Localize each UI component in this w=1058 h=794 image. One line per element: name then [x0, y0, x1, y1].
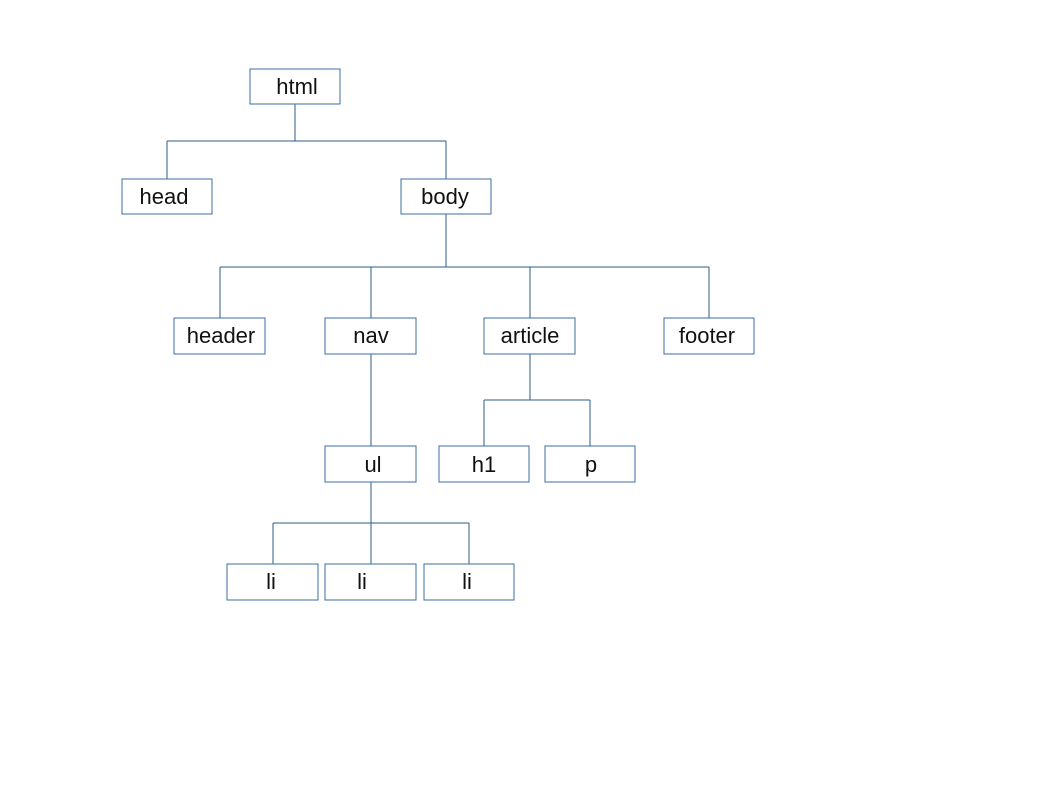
node-li-2: li [324, 563, 417, 601]
node-p: p [544, 445, 636, 483]
node-h1: h1 [438, 445, 530, 483]
node-footer: footer [663, 317, 755, 355]
node-label-ul: ul [364, 452, 381, 477]
node-label-article: article [501, 323, 560, 348]
node-li-1: li [226, 563, 319, 601]
node-label-body: body [421, 184, 469, 209]
connector-body-children [219, 214, 710, 318]
node-label-p: p [585, 452, 597, 477]
node-header: header [173, 317, 266, 355]
node-label-li-1: li [266, 569, 276, 594]
connectors [166, 104, 710, 564]
node-label-footer: footer [679, 323, 735, 348]
node-label-header: header [187, 323, 256, 348]
node-label-li-2: li [357, 569, 367, 594]
node-label-head: head [140, 184, 189, 209]
node-label-li-3: li [462, 569, 472, 594]
node-article: article [483, 317, 576, 355]
node-nav: nav [324, 317, 417, 355]
connector-article-children [483, 354, 591, 446]
node-li-3: li [423, 563, 515, 601]
node-label-html: html [276, 74, 318, 99]
connector-ul-children [272, 482, 470, 564]
node-label-nav: nav [353, 323, 388, 348]
node-head: head [121, 178, 213, 215]
connector-html-children [166, 104, 447, 179]
node-ul: ul [324, 445, 417, 483]
node-label-h1: h1 [472, 452, 496, 477]
node-html: html [249, 68, 341, 105]
node-body: body [400, 178, 492, 215]
